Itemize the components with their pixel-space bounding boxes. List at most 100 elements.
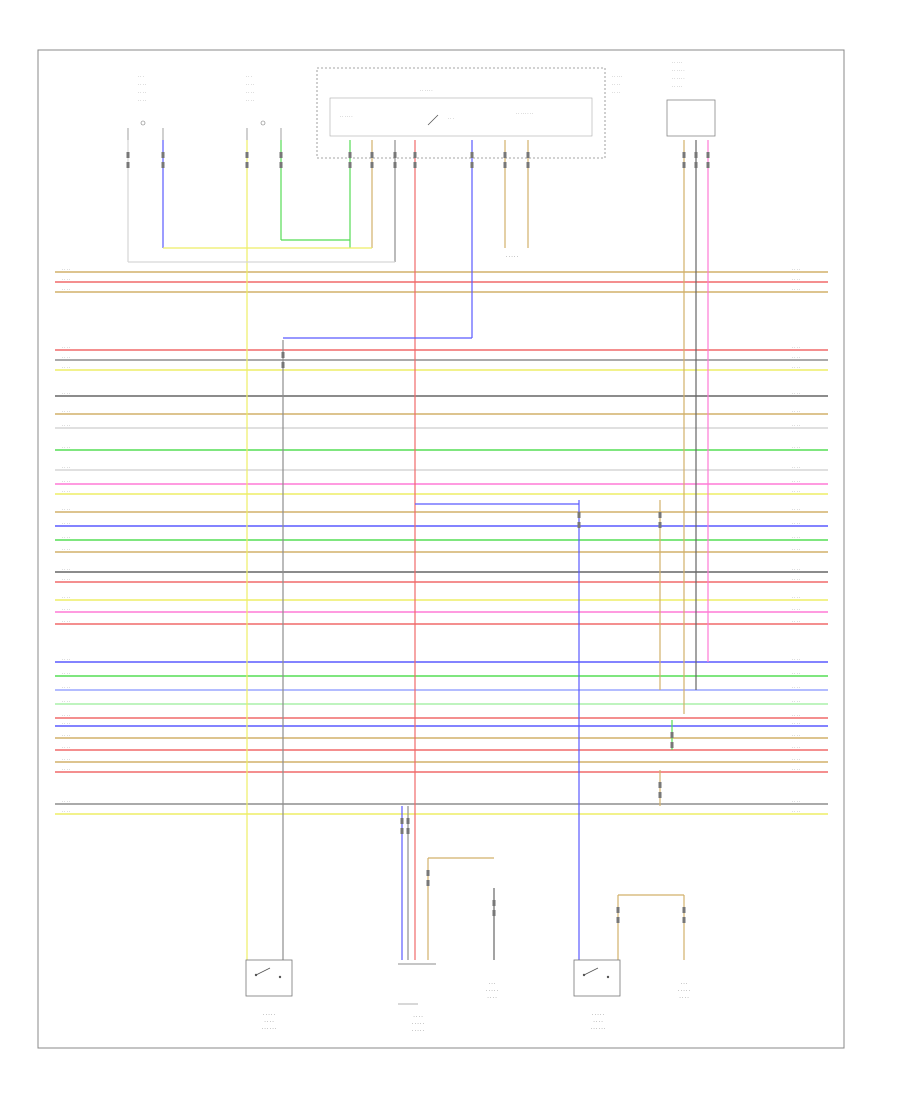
svg-text:· · · ·: · · · · [138, 99, 146, 103]
control-unit-box: · · · · · · · · · · · · · · · · · · · · … [316, 67, 606, 159]
bus-wire-tag: · · · · [792, 800, 800, 804]
connector-pin [406, 818, 410, 824]
bus-wire-tag: · · · · [62, 620, 70, 624]
bus-wire-tag: · · · · [792, 410, 800, 414]
bus-wire-tag: · · · · [792, 596, 800, 600]
connector-pin [682, 162, 686, 168]
bus-wire-tag: · · · · [62, 392, 70, 396]
connector-pin [470, 162, 474, 168]
bus-wire-tag: · · · · [792, 620, 800, 624]
bus-wire-tag: · · · · [62, 278, 70, 282]
bus-wire-tag: · · · · [792, 686, 800, 690]
svg-text:· · · ·: · · · · [246, 91, 254, 95]
connector-pin [682, 907, 686, 913]
svg-text:· · · · ·: · · · · · [412, 1028, 424, 1033]
svg-text:· · · · · ·: · · · · · · [672, 69, 685, 73]
connector-pin [426, 870, 430, 876]
connector-pin [658, 512, 662, 518]
bus-wire-tag: · · · · [792, 568, 800, 572]
connector-pin [503, 152, 507, 158]
svg-text:· · · · · · · ·: · · · · · · · · [516, 112, 533, 116]
svg-text:· · · ·: · · · · [246, 83, 254, 87]
bus-wire-tag: · · · · [62, 490, 70, 494]
connector-pin [492, 910, 496, 916]
bus-wire-tag: · · · · [792, 356, 800, 360]
right-sensor-module: · · · · · · · · · · · · · · · · · · · · … [666, 61, 716, 137]
connector-pin [400, 818, 404, 824]
bus-wire-tag: · · · · [62, 288, 70, 292]
svg-text:· · · ·: · · · · [138, 91, 146, 95]
connector-caption: · · · · · [506, 254, 518, 259]
svg-text:· · · · ·: · · · · · [486, 988, 498, 993]
connector-pin [348, 162, 352, 168]
svg-text:· · · · · ·: · · · · · · [262, 1026, 277, 1031]
connector-pin [694, 162, 698, 168]
connector-pin [281, 352, 285, 358]
bus-wire-tag: · · · · [62, 686, 70, 690]
connector-pin [658, 792, 662, 798]
connector-pin [161, 162, 165, 168]
connector-pin [616, 917, 620, 923]
bus-wire-tag: · · · · [792, 746, 800, 750]
connector-pin [706, 152, 710, 158]
svg-text:· · · · ·: · · · · · [672, 61, 682, 65]
bus-wire-tag: · · · · [792, 548, 800, 552]
connector-pin [658, 782, 662, 788]
connector-pin [670, 732, 674, 738]
svg-text:· · · · ·: · · · · · [672, 85, 682, 89]
bus-wire-tag: · · · · [792, 392, 800, 396]
bottom-right-switch: · · · · · · · · · · · · · · · [573, 959, 621, 1031]
bus-wire-tag: · · · · [62, 446, 70, 450]
connector-pin [406, 828, 410, 834]
bus-wire-tag: · · · · [62, 480, 70, 484]
svg-text:· · ·: · · · [246, 75, 252, 79]
bus-wire-tag: · · · · [62, 746, 70, 750]
bus-wire-tag: · · · · [792, 608, 800, 612]
bus-wire-tag: · · · · [62, 508, 70, 512]
bus-wire-tag: · · · · [792, 714, 800, 718]
bus-wire-tag: · · · · [792, 734, 800, 738]
switch-symbol [427, 114, 439, 126]
connector-pin [426, 880, 430, 886]
svg-text:· · · ·: · · · · [487, 995, 496, 1000]
bus-wire-tag: · · · · [62, 268, 70, 272]
connector-pin [682, 152, 686, 158]
svg-text:· · · ·: · · · · [679, 995, 688, 1000]
svg-text:· · · · ·: · · · · · [678, 988, 690, 993]
bus-wire-tag: · · · · [62, 356, 70, 360]
connector-pin [616, 907, 620, 913]
diagram-frame [37, 49, 845, 1049]
bus-wire-tag: · · · · [62, 758, 70, 762]
bus-wire-tag: · · · · [792, 288, 800, 292]
top-components: · · · · · · · · · · · · · · · · · · · · … [127, 61, 716, 259]
bus-wire-tag: · · · · [792, 268, 800, 272]
bus-wire-tag: · · · · [62, 768, 70, 772]
bus-wire-tag: · · · · [62, 714, 70, 718]
bus-wire-tag: · · · · [62, 608, 70, 612]
connector-pin [126, 162, 130, 168]
svg-text:· · · ·: · · · · [246, 99, 254, 103]
bus-wire-tag: · · · · [792, 768, 800, 772]
bus-wire-tag: · · · · [62, 734, 70, 738]
connector-pin [503, 162, 507, 168]
svg-text:· · · · ·: · · · · · [263, 1012, 275, 1017]
bus-wire-tag: · · · · [792, 366, 800, 370]
bus-wire-tag: · · · · [62, 658, 70, 662]
bus-wire-tag: · · · · [792, 424, 800, 428]
connector-pin [279, 152, 283, 158]
connector-pin [526, 162, 530, 168]
svg-text:· · · ·: · · · · [413, 1014, 422, 1019]
right-door-switch-component: · · · · · · · · · · · · · · · [246, 75, 282, 170]
bus-wire-tag: · · · · [792, 700, 800, 704]
bus-wire-tag: · · · · [62, 548, 70, 552]
connector-pin [694, 152, 698, 158]
svg-text:· · · ·: · · · · [612, 83, 620, 87]
connector-pin [577, 522, 581, 528]
bus-wire-tag: · · · · [62, 346, 70, 350]
connector-pin [400, 828, 404, 834]
connector-pin [413, 152, 417, 158]
connector-pin [348, 152, 352, 158]
connector-pin [393, 162, 397, 168]
bottom-left-switch: · · · · · · · · · · · · · · · [245, 959, 293, 1031]
